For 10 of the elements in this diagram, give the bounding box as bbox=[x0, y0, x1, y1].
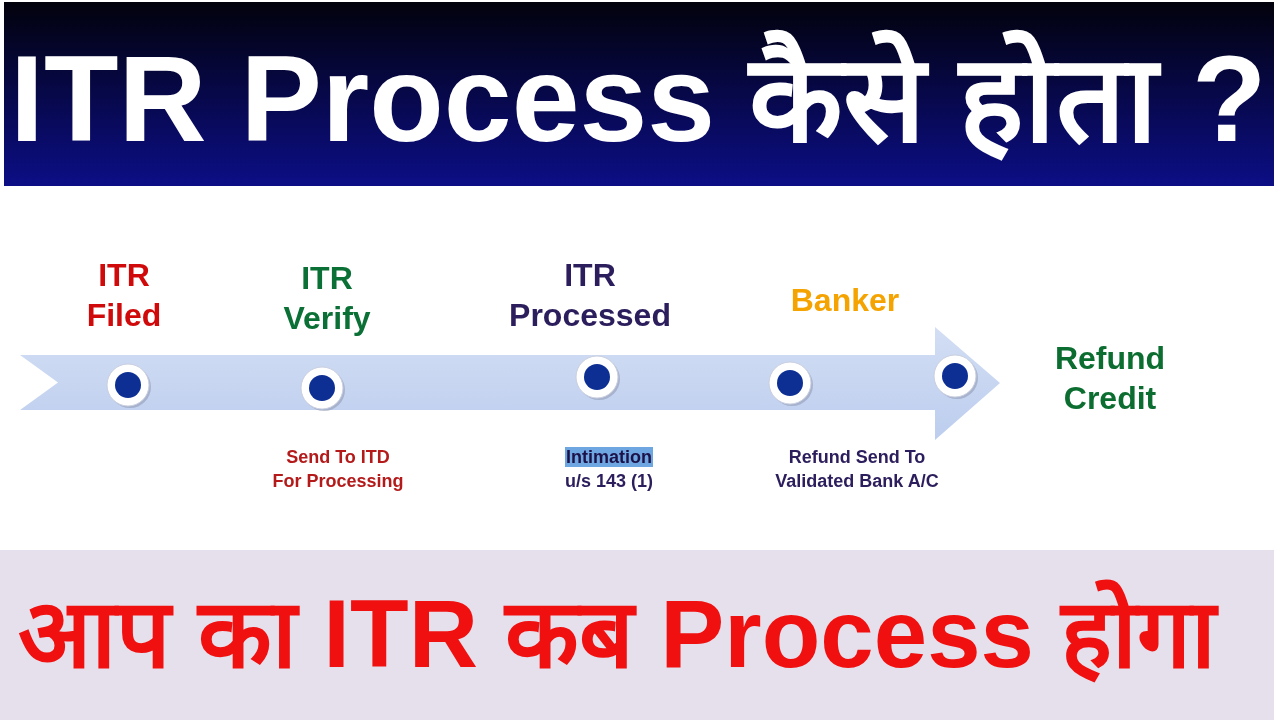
step-note: Send To ITD For Processing bbox=[271, 446, 405, 493]
step-title: Refund Credit bbox=[1053, 339, 1167, 418]
highlighted-note: Intimation bbox=[565, 447, 653, 467]
step-note: Refund Send To Validated Bank A/C bbox=[774, 446, 940, 493]
step-title: ITR Verify bbox=[282, 259, 372, 338]
step-title: ITR Processed bbox=[508, 256, 672, 335]
step-title: ITR Filed bbox=[85, 256, 163, 335]
title-text: ITR Process कैसे होता ? bbox=[10, 28, 1267, 169]
step-note: u/s 143 (1) bbox=[563, 470, 654, 493]
step-title: Banker bbox=[789, 281, 901, 320]
